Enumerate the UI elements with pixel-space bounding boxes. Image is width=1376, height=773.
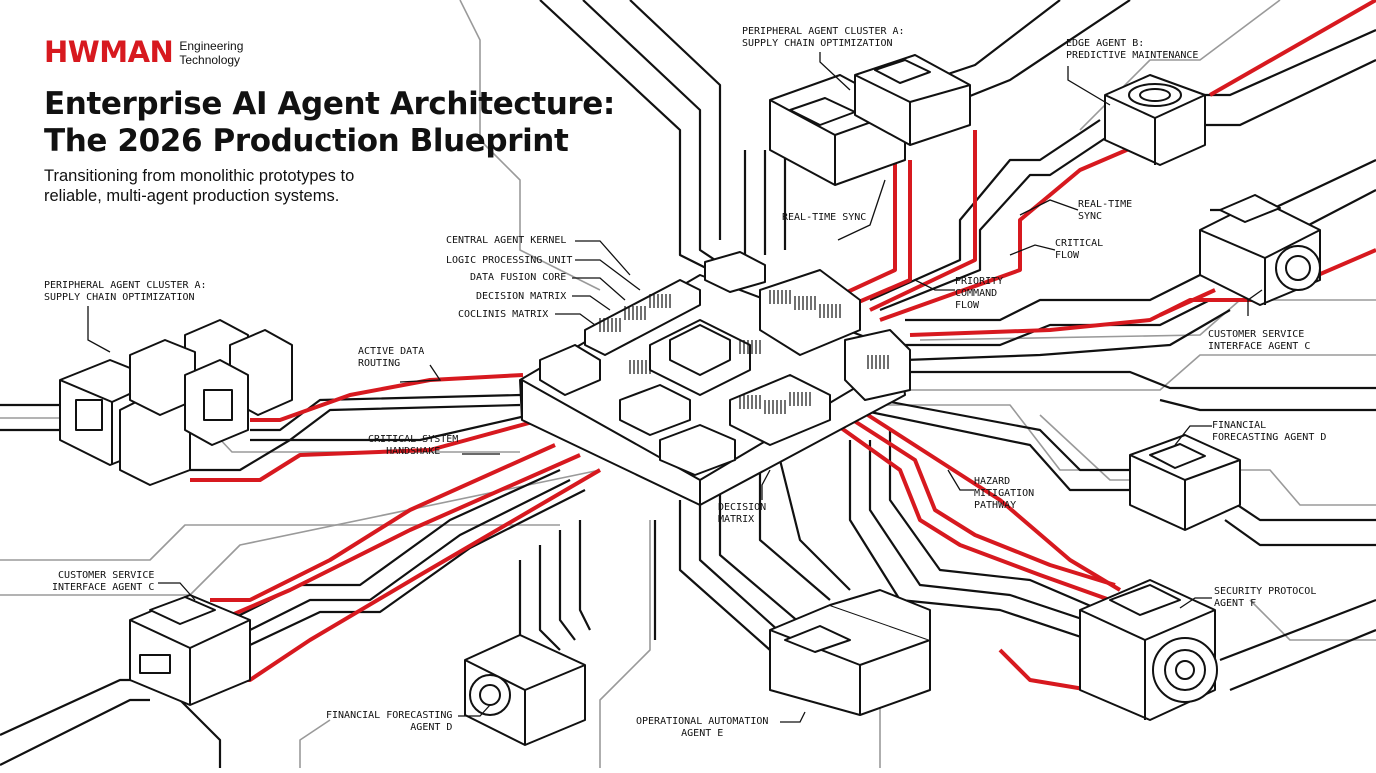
device-financial-forecasting-bottom [464,634,586,746]
label-financial-forecasting-right: FINANCIAL FORECASTING AGENT D [1212,420,1327,443]
label-coclinis-matrix: COCLINIS MATRIX [458,309,549,320]
label-central-agent-kernel: CENTRAL AGENT KERNEL [446,235,567,246]
device-customer-service-right [1199,194,1321,306]
brand-tagline: Engineering Technology [179,39,243,67]
label-active-data-routing: ACTIVE DATA ROUTING [358,346,425,369]
label-priority-command-flow: PRIORITY COMMAND FLOW [955,276,1004,311]
device-security-protocol [1079,579,1218,721]
label-customer-service-left: CUSTOMER SERVICE INTERFACE AGENT C [52,570,155,593]
label-decision-matrix-bottom: DECISION MATRIX [718,502,767,525]
label-decision-matrix-top: DECISION MATRIX [476,291,567,302]
brand-header: HWMAN Engineering Technology [44,35,243,69]
device-financial-forecasting-right [1129,434,1241,531]
brand-tagline-line2: Technology [179,53,241,67]
label-customer-service-right: CUSTOMER SERVICE INTERFACE AGENT C [1208,329,1311,352]
device-cluster-a-top [769,54,971,186]
page-title-line1: Enterprise AI Agent Architecture: [44,86,615,122]
page-title: Enterprise AI Agent Architecture: The 20… [44,86,615,160]
label-edge-agent-b: EDGE AGENT B: PREDICTIVE MAINTENANCE [1066,38,1199,61]
brand-logo: HWMAN [44,35,174,69]
device-cluster-a-left [59,319,293,486]
page-title-line2: The 2026 Production Blueprint [44,123,569,159]
device-operational-automation [769,589,931,716]
brand-tagline-line1: Engineering [179,39,244,53]
page-subtitle-line1: Transitioning from monolithic prototypes… [44,167,355,185]
label-realtime-sync-1: REAL-TIME SYNC [782,212,867,223]
label-hazard-mitigation: HAZARD MITIGATION PATHWAY [974,476,1035,511]
label-operational-automation: OPERATIONAL AUTOMATION AGENT E [636,716,769,739]
label-logic-processing-unit: LOGIC PROCESSING UNIT [446,255,573,266]
label-security-protocol: SECURITY PROTOCOL AGENT F [1214,586,1317,609]
agent-devices [59,54,1321,746]
label-financial-forecasting-bottom: FINANCIAL FORECASTING AGENT D [326,710,453,733]
label-realtime-sync-2: REAL-TIME SYNC [1078,199,1133,222]
central-kernel-board [519,251,911,506]
label-cluster-a-left: PERIPHERAL AGENT CLUSTER A: SUPPLY CHAIN… [44,280,207,303]
device-edge-agent-b [1104,74,1206,166]
label-data-fusion-core: DATA FUSION CORE [470,272,567,283]
page-subtitle: Transitioning from monolithic prototypes… [44,166,354,206]
label-critical-flow: CRITICAL FLOW [1055,238,1104,261]
device-customer-service-left [129,594,251,706]
label-critical-system-handshake: CRITICAL SYSTEM HANDSHAKE [368,434,459,457]
label-cluster-a-top: PERIPHERAL AGENT CLUSTER A: SUPPLY CHAIN… [742,26,905,49]
page-subtitle-line2: reliable, multi-agent production systems… [44,187,340,205]
